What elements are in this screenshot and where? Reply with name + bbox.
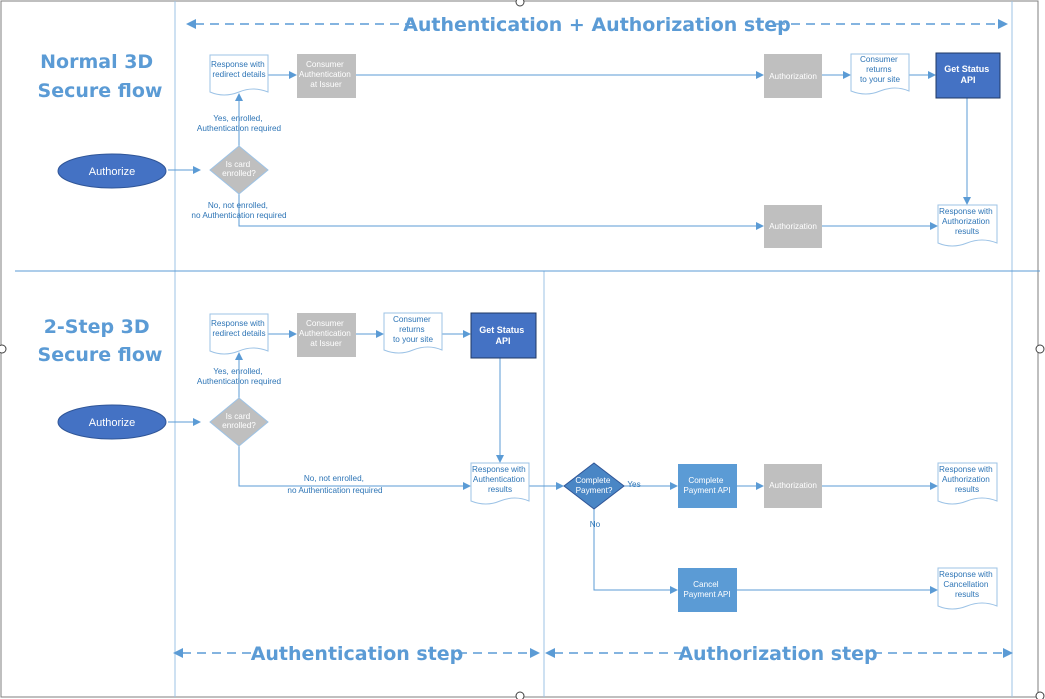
- normal-consumer-returns-label: Consumer returns to your site: [860, 55, 901, 84]
- normal-authorize-label: Authorize: [89, 166, 135, 178]
- normal-consumer-returns-document: [850, 53, 910, 95]
- edge: [238, 194, 764, 230]
- twostep-consumer-returns-document: [383, 312, 443, 354]
- edge: [593, 509, 678, 594]
- twostep-flow-title: 2-Step 3D Secure flow: [38, 316, 163, 366]
- twostep-consumer-auth-box: [297, 313, 356, 357]
- twostep-authz-results-label: Response with Authorization results: [939, 465, 995, 494]
- normal-consumer-auth-label: Consumer Authentication at Issuer: [299, 60, 353, 89]
- top-step-label: Authentication + Authorization step: [403, 14, 791, 36]
- twostep-enrolled-decision-label: Is card enrolled?: [222, 412, 256, 430]
- twostep-cancel-payment-api-label: Cancel Payment API: [683, 580, 730, 599]
- normal-authorize-oval: [57, 153, 167, 189]
- twostep-no-label: No, not enrolled, no Authentication requ…: [287, 474, 383, 495]
- twostep-cancel-results-document: [937, 567, 998, 610]
- normal-auth-results-label: Response with Authorization results: [939, 207, 995, 236]
- twostep-no-edge-label: No: [590, 520, 601, 529]
- twostep-cancel-results-label: Response with Cancellation results: [939, 570, 995, 599]
- twostep-authn-results-label: Response with Authentication results: [472, 465, 528, 494]
- normal-get-status-api-label: Get Status API: [944, 64, 992, 85]
- normal-authorization-bottom-box: [764, 205, 822, 248]
- normal-consumer-auth-box: [297, 54, 356, 98]
- normal-redirect-document-label: Response with redirect details: [211, 60, 267, 79]
- normal-yes-label: Yes, enrolled, Authentication required: [197, 114, 282, 133]
- twostep-get-status-api-label: Get Status API: [479, 325, 527, 346]
- normal-enrolled-decision-label: Is card enrolled?: [222, 160, 256, 178]
- twostep-cancel-payment-api-box: [678, 568, 737, 612]
- twostep-enrolled-decision: [209, 397, 269, 447]
- twostep-complete-payment-api-label: Complete Payment API: [683, 476, 730, 495]
- normal-get-status-api-box: [935, 52, 1001, 99]
- twostep-redirect-document: [209, 313, 269, 355]
- edge: [238, 446, 471, 490]
- normal-authorization-top-label: Authorization: [769, 72, 817, 81]
- twostep-consumer-returns-label: Consumer returns to your site: [393, 315, 434, 344]
- twostep-complete-payment-api-box: [678, 464, 737, 508]
- twostep-flow: 2-Step 3D Secure flow Authorize Is card …: [38, 312, 998, 612]
- twostep-consumer-auth-label: Consumer Authentication at Issuer: [299, 319, 353, 348]
- twostep-authz-results-document: [937, 462, 998, 505]
- twostep-authorization-label: Authorization: [769, 481, 817, 490]
- twostep-authorize-oval: [57, 404, 167, 440]
- normal-auth-results-document: [937, 204, 998, 247]
- twostep-get-status-api-box: [470, 312, 537, 359]
- normal-no-label: No, not enrolled, no Authentication requ…: [191, 201, 287, 220]
- normal-authorization-bottom-label: Authorization: [769, 222, 817, 231]
- normal-flow: Normal 3D Secure flow Authorize Is card …: [38, 51, 1001, 248]
- twostep-authn-results-document: [470, 462, 530, 505]
- normal-flow-title: Normal 3D Secure flow: [38, 51, 163, 102]
- twostep-complete-payment-decision: [563, 462, 625, 510]
- twostep-redirect-document-label: Response with redirect details: [211, 319, 267, 338]
- normal-redirect-document: [209, 54, 269, 96]
- bottom-left-step-label: Authentication step: [251, 643, 464, 665]
- twostep-yes-edge-label: Yes: [627, 480, 640, 489]
- twostep-yes-label: Yes, enrolled, Authentication required: [197, 367, 282, 386]
- bottom-right-step-label: Authorization step: [678, 643, 877, 665]
- twostep-authorization-box: [764, 464, 822, 508]
- normal-authorization-top-box: [764, 54, 822, 98]
- normal-enrolled-decision: [209, 145, 269, 195]
- twostep-complete-payment-decision-label: Complete Payment?: [575, 476, 613, 495]
- twostep-authorize-label: Authorize: [89, 417, 135, 429]
